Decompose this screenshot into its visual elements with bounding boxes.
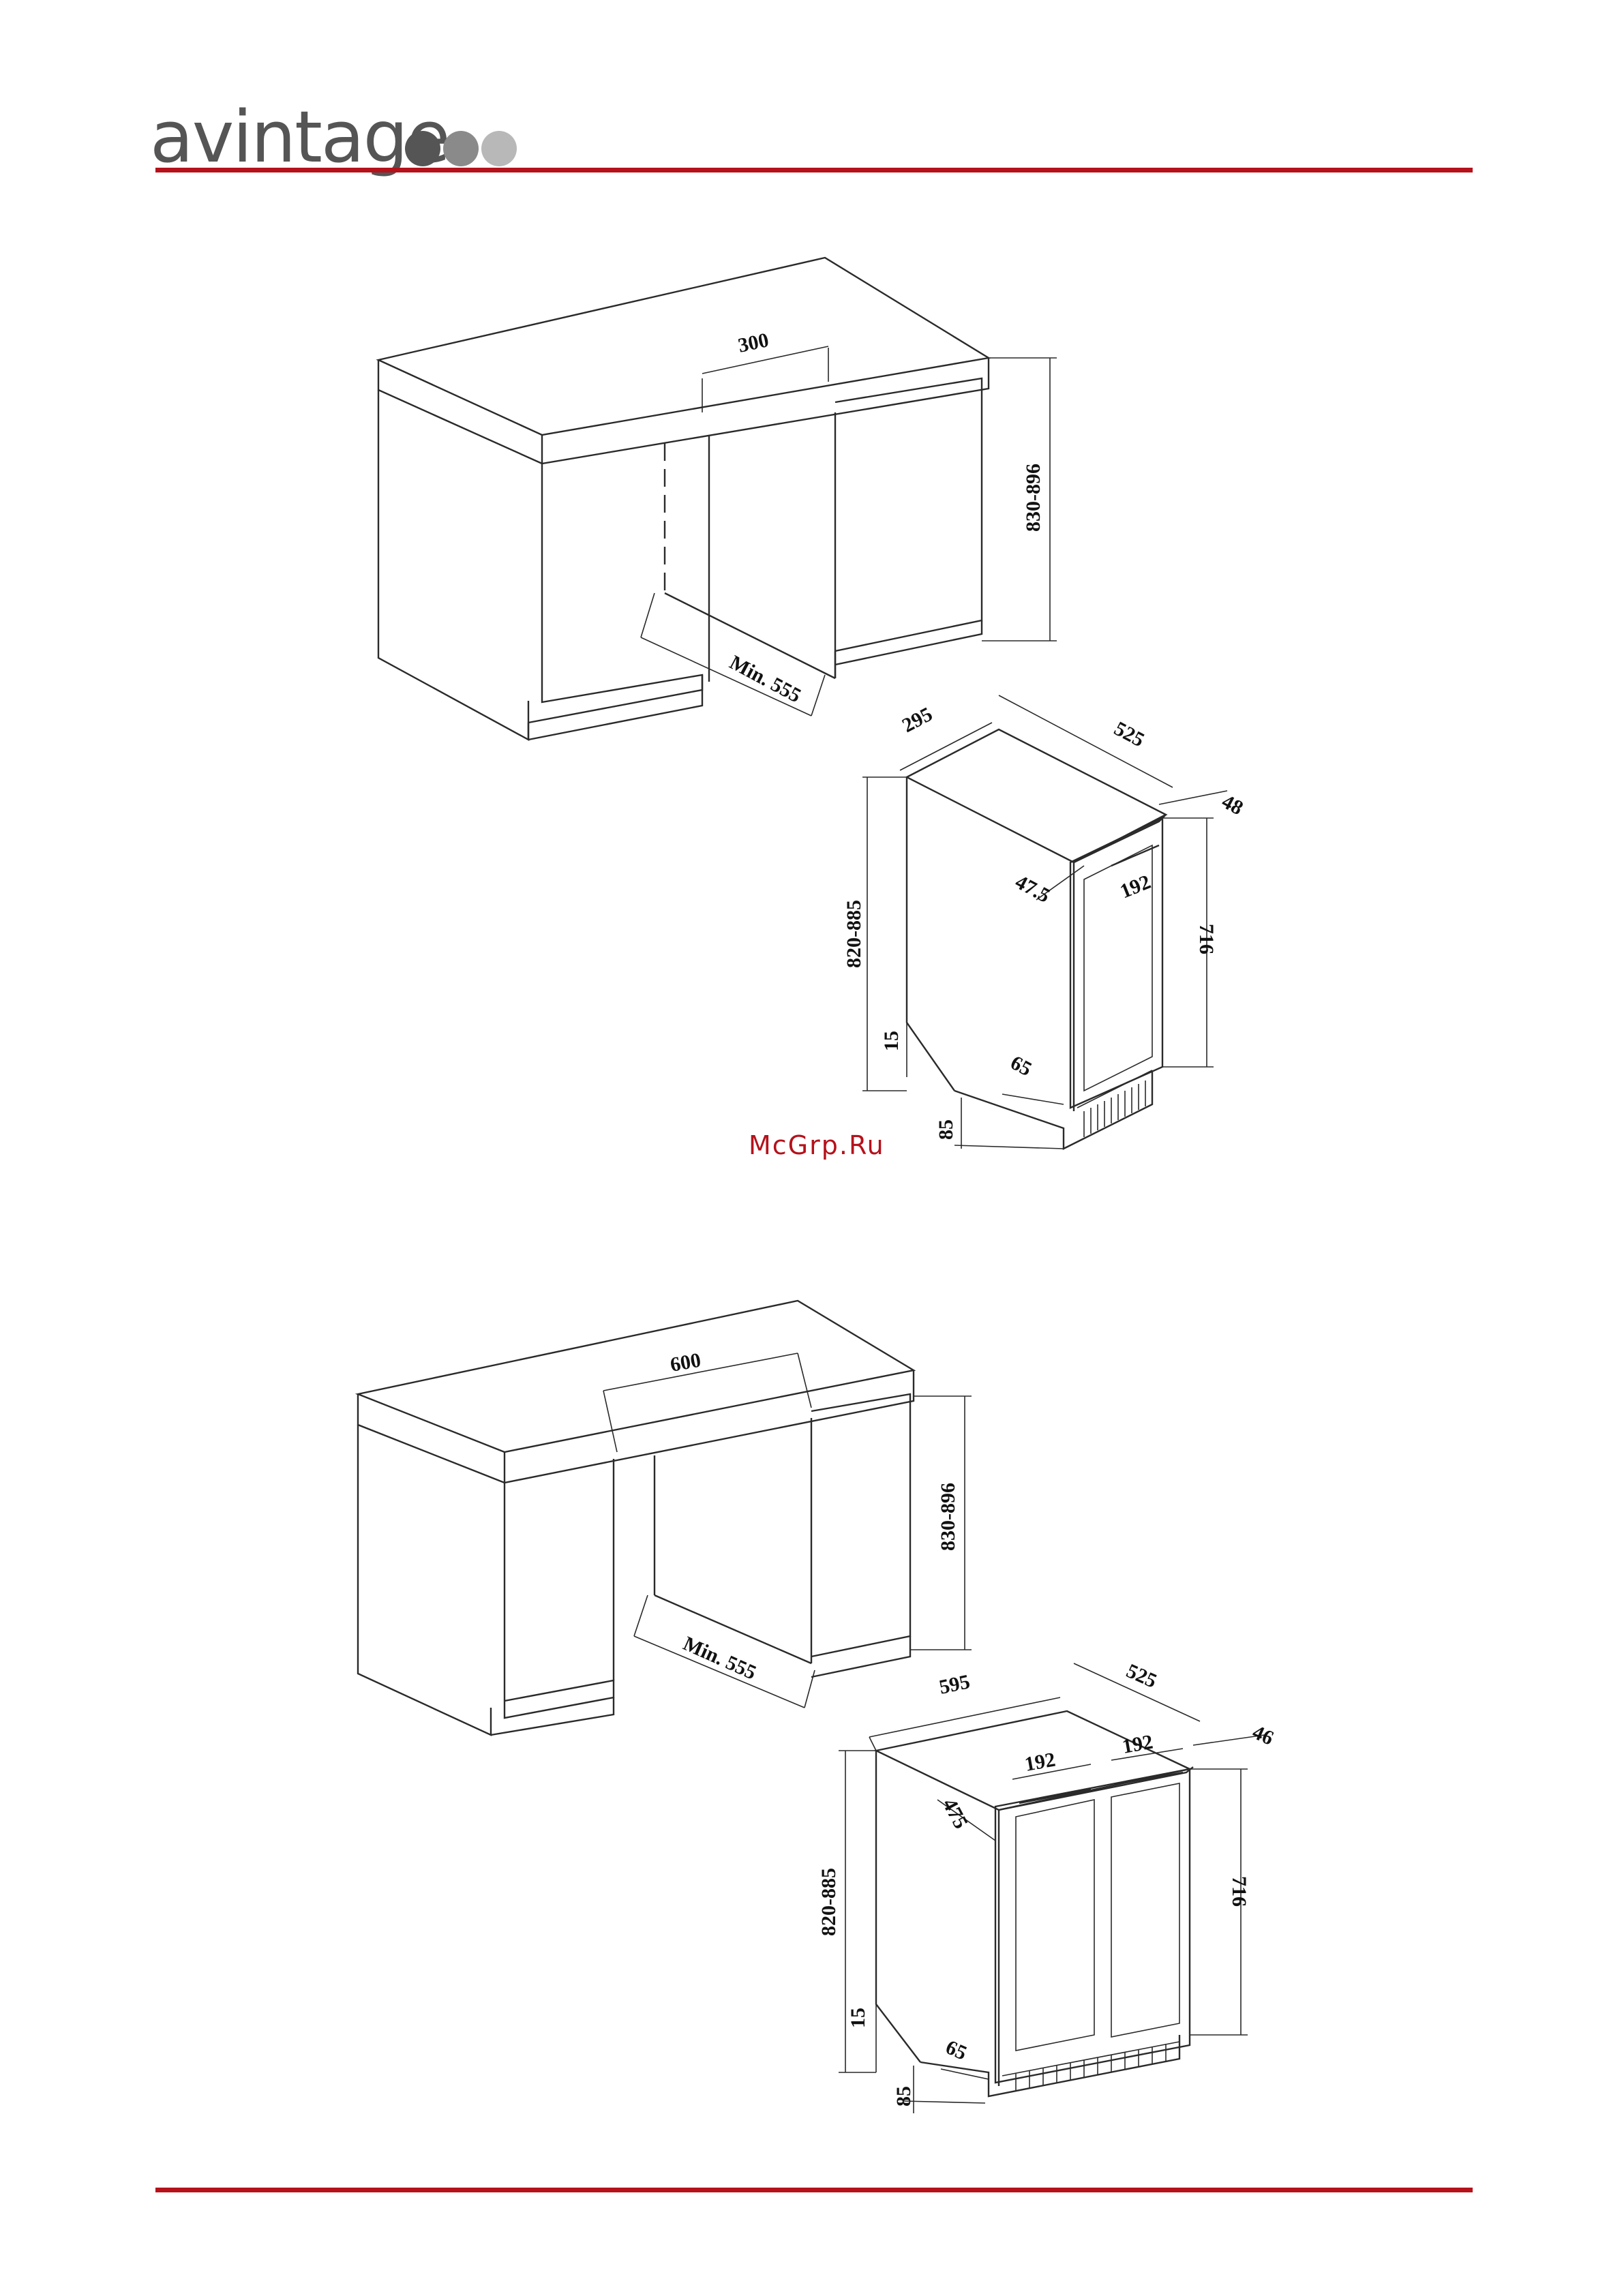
dim-feet-adjust-2: 15 [847, 2008, 869, 2028]
dim-unit-width-2: 595 [937, 1670, 972, 1699]
dim-min-depth: Min. 555 [726, 651, 805, 707]
dim-min-depth-2: Min. 555 [680, 1632, 760, 1684]
footer-rule [155, 2188, 1473, 2192]
dim-unit-height: 820-885 [843, 900, 865, 968]
top-unit [862, 695, 1227, 1149]
top-cabinet [378, 258, 1057, 740]
dim-door-height: 716 [1195, 924, 1218, 954]
dim-opening-width: 300 [736, 329, 771, 357]
dim-unit-depth: 525 [1111, 717, 1148, 751]
dim-unit-height-2: 820-885 [817, 1868, 840, 1936]
dim-feet-adjust: 15 [880, 1031, 903, 1051]
dim-kick-depth-2: 65 [942, 2036, 970, 2064]
dim-plinth-height: 85 [935, 1119, 957, 1140]
bottom-unit [839, 1663, 1265, 2113]
dim-door-swing: 47.5 [1012, 871, 1054, 907]
dim-door-offset: 48 [1218, 790, 1247, 819]
dim-plinth-height-2: 85 [892, 2086, 915, 2106]
dim-cabinet-height-2: 830-896 [937, 1483, 959, 1551]
bottom-cabinet [358, 1301, 972, 1735]
dim-door-swing-2: 475 [938, 1795, 972, 1832]
dim-kick-depth: 65 [1007, 1051, 1036, 1081]
dim-door-height-2: 716 [1228, 1876, 1250, 1907]
dim-handle-length: 192 [1117, 871, 1154, 903]
dim-unit-width: 295 [899, 703, 936, 737]
dim-unit-depth-2: 525 [1123, 1659, 1160, 1692]
dim-cabinet-height: 830-896 [1022, 464, 1044, 532]
dim-door-offset-2: 46 [1249, 1721, 1277, 1749]
